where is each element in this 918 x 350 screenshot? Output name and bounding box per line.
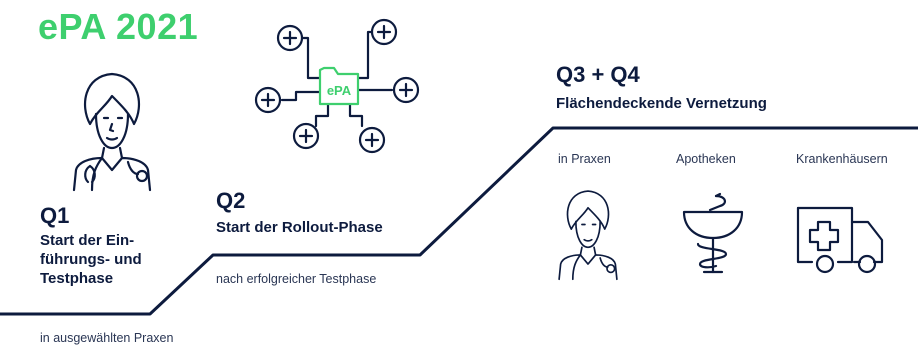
- folder-label: ePA: [327, 83, 352, 98]
- column-label-apotheken: Apotheken: [676, 152, 736, 166]
- plus-node-icon: [370, 18, 398, 46]
- column-label-praxen: in Praxen: [558, 152, 611, 166]
- phase-q2-note: nach erfolgreicher Testphase: [216, 272, 377, 286]
- plus-node-icon: [292, 122, 320, 150]
- plus-node-icon: [254, 86, 282, 114]
- phase-q3q4-description: Flächendeckende Vernetzung: [556, 95, 767, 112]
- plus-node-icon: [276, 24, 304, 52]
- plus-node-icon: [358, 126, 386, 154]
- phase-q2-description: Start der Rollout-Phase: [216, 219, 383, 236]
- page-title: ePA 2021: [38, 6, 199, 47]
- phase-q1-heading: Q1: [40, 203, 70, 228]
- phase-q3q4-heading: Q3 + Q4: [556, 62, 640, 87]
- column-label-krankenhaeuser: Krankenhäusern: [796, 152, 888, 166]
- phase-q1-line: führungs- und: [40, 251, 142, 268]
- phase-q1-description: Start der Ein- führungs- und Testphase: [40, 231, 200, 288]
- doctor-icon: [72, 72, 152, 192]
- doctor-icon: [558, 190, 618, 281]
- ambulance-icon: [796, 206, 884, 274]
- network-icon: ePA: [254, 18, 420, 154]
- phase-q2-heading: Q2: [216, 188, 246, 213]
- phase-q1-note: in ausgewählten Praxen: [40, 331, 174, 345]
- pharmacy-icon: [682, 192, 744, 274]
- plus-node-icon: [392, 76, 420, 104]
- phase-q1-line: Testphase: [40, 270, 114, 287]
- phase-q1-line: Start der Ein-: [40, 232, 135, 249]
